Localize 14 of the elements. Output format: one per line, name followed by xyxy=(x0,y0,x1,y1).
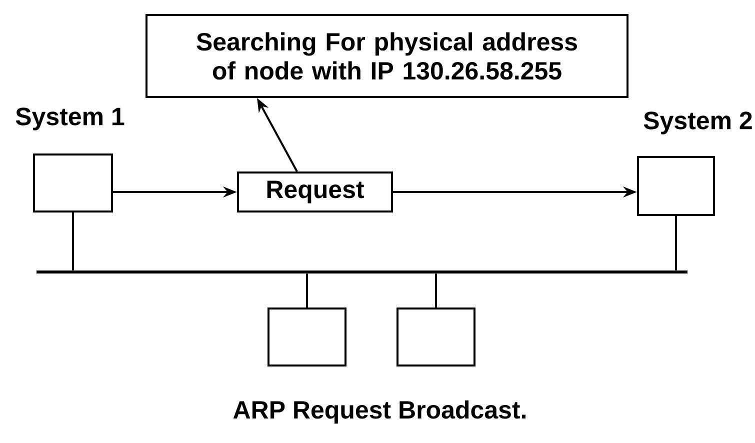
system-box xyxy=(268,308,346,366)
caption: ARP Request Broadcast. xyxy=(233,400,526,424)
connector-line xyxy=(435,274,437,308)
connector-line xyxy=(306,274,308,308)
message-box: Request xyxy=(237,172,393,212)
connector-line xyxy=(72,212,74,270)
text-box: Searching For physical address of node with IP 130.26.58.255 xyxy=(146,14,628,98)
system-box xyxy=(637,156,715,216)
system-label: System 2 xyxy=(644,112,752,134)
connector-line xyxy=(675,216,677,270)
network-bus xyxy=(36,270,688,274)
system-label: System 1 xyxy=(16,108,124,130)
system-box xyxy=(33,154,113,212)
system-box xyxy=(396,308,476,366)
